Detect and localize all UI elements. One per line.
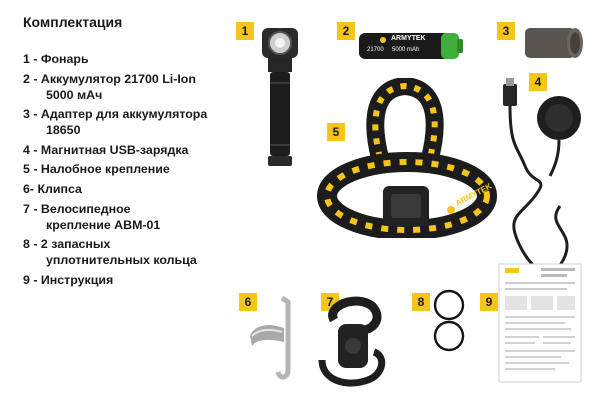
battery-model: 21700: [367, 47, 384, 53]
list-item: 5 - Налобное крепление: [23, 161, 248, 177]
list-item: 1 - Фонарь: [23, 51, 248, 67]
item-number-badge: 6: [239, 293, 257, 311]
item-number-badge: 5: [327, 123, 345, 141]
o-rings-image: [433, 289, 465, 352]
item-text: 5 - Налобное крепление: [23, 162, 170, 177]
item-text: 1 - Фонарь: [23, 52, 89, 66]
item-number-badge: 8: [412, 293, 430, 311]
item-text: 7 - Велосипедное: [23, 201, 131, 216]
item-number-badge: 1: [236, 22, 254, 40]
item-text: 3 - Адаптер для аккумулятора: [23, 107, 208, 122]
item-text: 2 - Аккумулятор 21700 Li-Ion: [23, 71, 196, 86]
item-text-cont: 5000 мАч: [46, 87, 103, 102]
item-text-cont: 18650: [46, 123, 81, 138]
item-number-badge: 2: [337, 22, 355, 40]
list-item: 9 - Инструкция: [23, 272, 248, 288]
usb-charger-image: [503, 78, 581, 274]
battery-image: [359, 33, 463, 59]
flashlight-image: [262, 28, 298, 166]
list-item: 6- Клипса: [23, 181, 248, 197]
item-number-badge: 4: [529, 73, 547, 91]
item-text: 8 - 2 запасных: [23, 237, 111, 252]
list-item: 4 - Магнитная USB-зарядка: [23, 142, 248, 158]
item-text: 6- Клипса: [23, 181, 82, 196]
manual-image: [498, 263, 582, 383]
item-text-cont: уплотнительных кольца: [46, 253, 197, 268]
item-text: 4 - Магнитная USB-зарядка: [23, 142, 189, 157]
item-text: 9 - Инструкция: [23, 272, 114, 287]
item-number-badge: 3: [497, 22, 515, 40]
bike-mount-image: [318, 296, 386, 387]
clip-image: [250, 295, 291, 380]
battery-brand: ARMYTEK: [391, 35, 426, 42]
battery-capacity: 5000 mAh: [392, 47, 420, 53]
adapter-image: [525, 28, 583, 58]
item-number-badge: 9: [480, 293, 498, 311]
page-title: Комплектация: [23, 14, 123, 30]
item-text-cont: крепление ABM-01: [46, 217, 161, 232]
headband-image: [317, 78, 497, 238]
